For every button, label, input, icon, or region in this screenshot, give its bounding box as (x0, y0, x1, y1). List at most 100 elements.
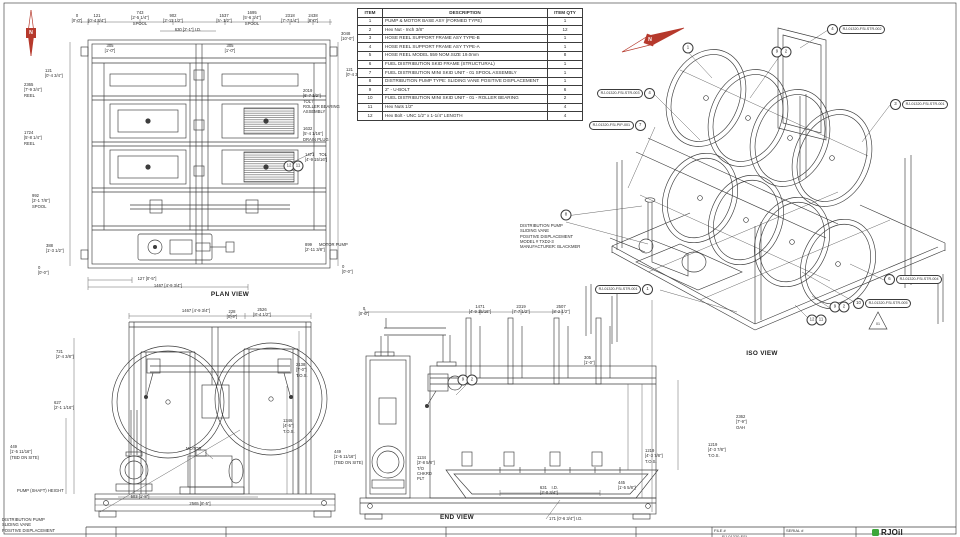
dimension-label: 1537 [5'- 1/2"] (216, 13, 232, 24)
bom-item-qty: 12 (547, 25, 583, 35)
part-number-label: RJ-01320-FSI-STR-003 (597, 89, 644, 98)
bom-item-description: HOSE REEL SUPPORT FRAME ASY TYPE-B (382, 33, 548, 44)
north-arrow-plan (26, 9, 36, 57)
dimension-label: 1632 [5'-4 1/16"] DRAIN PLUG (303, 126, 329, 142)
dimension-label: 449 [1'-5 11/16"] (TBD ON SITE) (334, 449, 364, 465)
dimension-label: 2318 [7'-7 1/4"] (281, 13, 299, 24)
iso-view-label: ISO VIEW (746, 350, 778, 357)
part-number-label: RJ-01320-FSI-STR-002 (839, 25, 886, 34)
dimension-label: 121 [0'-4 3/4"] (88, 13, 106, 24)
item-balloon: 4 (827, 24, 838, 35)
item-balloon: 2 (838, 301, 850, 313)
motor-label: MOTOR (186, 446, 202, 451)
logo-icon (872, 529, 879, 536)
dimension-label: 228 [0'-9"] (226, 309, 238, 320)
company-logo: RJOil (872, 528, 903, 537)
dimension-label: 631 I.D. [2'-0 3/4"] (539, 485, 559, 496)
bom-item-qty: 4 (547, 111, 583, 121)
item-balloon: 4 (644, 88, 656, 99)
plan-view-label: PLAN VIEW (210, 291, 250, 298)
north-letter-plan: N (29, 30, 33, 36)
part-number-label: RJ-01320-FSI-STR-005 (865, 299, 912, 308)
bom-item-description: FUEL DISTRIBUTION MINI SKID UNIT - 01 SP… (382, 68, 548, 78)
bom-item-number: 9 (357, 85, 383, 95)
bom-item-number: 4 (357, 42, 383, 52)
bom-item-description: 2" - U-BOLT (382, 85, 548, 95)
item-balloon: 11 (815, 314, 827, 326)
dimension-label: 0 [0'-0"] (71, 13, 83, 24)
dimension-label: 2319 [7'-7 1/2"] (512, 304, 530, 315)
dimension-label: 449 [1'-5 11/16"] (TBD ON SITE) (10, 444, 40, 460)
bom-item-qty: 1 (547, 68, 583, 78)
dimension-label: 305 [1'-0"] (584, 355, 595, 366)
dimension-label: 2138 [7'-0"] T.O.S. (296, 362, 308, 378)
dimension-label: 2019 [6'-7 1/2"] TOL / ROLLER BEARING AS… (303, 88, 340, 114)
bom-item-number: 6 (357, 59, 383, 70)
item-balloon: 1 (642, 284, 654, 295)
iso-view-drawing (565, 27, 946, 344)
dimension-label: 899 MOTOR PUMP [2'-11 3/8"] (305, 242, 348, 253)
north-letter-iso: N (648, 37, 652, 43)
plan-view-drawing (69, 19, 339, 290)
bom-item-number: 8 (357, 76, 383, 87)
part-number-label: RJ-01320-FSI-PIP-001 (589, 121, 634, 130)
item-balloon: 11 (292, 160, 304, 172)
item-balloon: 2 (780, 46, 792, 58)
dimension-label: 1134 [3'-8 5/8"] T/O CHKRD PLT (417, 455, 435, 481)
bom-item-qty: 1 (547, 33, 583, 44)
dimension-label: 3048 [10'-0"] (341, 31, 354, 42)
bom-item-number: 5 (357, 50, 383, 61)
dimension-label: 2565 [8'-5"] (189, 501, 211, 506)
dimension-label: 171 [0'-6 3/4"] I.D. (549, 516, 583, 521)
bom-item-number: 10 (357, 93, 383, 104)
bom-item-number: 12 (357, 111, 383, 121)
bom-item-description: Hex Nuts 1/2" (382, 102, 548, 113)
file-number-value: RJ-01320-FSI (722, 534, 747, 537)
dimension-label: 2438 [8'-0"] (307, 13, 319, 24)
title-block-lines (85, 526, 956, 537)
dimension-label: 0 [0'-0"] (38, 265, 49, 276)
bom-item-qty: 4 (547, 102, 583, 113)
bom-column-header: ITEM QTY (547, 8, 583, 18)
dimension-label: 1471 [4'-9 15/16"] (468, 304, 492, 315)
dimension-label: 305 [1'-0"] (104, 43, 116, 54)
serial-number-label: SERIAL # (786, 528, 804, 533)
item-balloon: 7 (634, 120, 646, 131)
bom-item-description: HOSE REEL SUPPORT FRAME ASY TYPE-A (382, 42, 548, 52)
bom-item-number: 7 (357, 68, 383, 78)
bom-item-qty: 1 (547, 59, 583, 70)
bom-item-description: HOSE REEL MODEL 559 NOM.SIZE 19.0mm (382, 50, 548, 61)
dimension-label: 1467 [4'-9 3/4"] (181, 308, 211, 313)
dimension-label: 2362 [7'-9"] OAH (736, 414, 747, 430)
bom-column-header: DESCRIPTION (382, 8, 548, 18)
dimension-label: 1219 [4'-3 7/8"] T.O.S. (708, 442, 726, 458)
pump-spec-note: DISTRIBUTION PUMP SLIDING VANE POSITIVE … (520, 223, 581, 249)
sheet-border (3, 2, 957, 535)
bom-item-qty: 2 (547, 93, 583, 104)
front-view-drawing (65, 313, 336, 518)
dimension-label: 902 [2'-11 1/2"] (163, 13, 183, 24)
dimension-label: 721 [2'-4 3/8"] (56, 349, 74, 360)
item-balloon: 2 (466, 374, 478, 386)
item-balloon: 3 (890, 99, 901, 110)
bom-item-description: FUEL DISTRIBUTION SKID FRAME (STRUCTURAL… (382, 59, 548, 70)
